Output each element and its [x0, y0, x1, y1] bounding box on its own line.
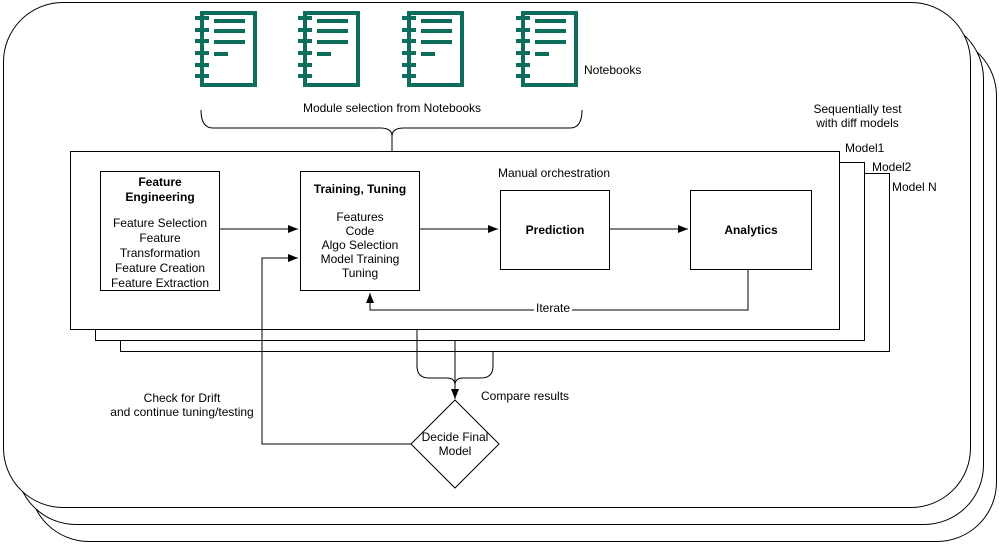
training-tuning-box: Training, Tuning Features Code Algo Sele… [300, 171, 420, 291]
iterate-label: Iterate [534, 301, 573, 315]
prediction-title: Prediction [525, 223, 585, 237]
notebook-icon [298, 11, 360, 87]
training-tuning-item: Code [345, 224, 375, 238]
feature-engineering-title: Feature Engineering [125, 175, 195, 204]
decide-final-model-label: Decide Final Model [421, 430, 489, 458]
analytics-box: Analytics [690, 190, 812, 270]
module-selection-label: Module selection from Notebooks [302, 101, 482, 115]
training-tuning-title: Training, Tuning [313, 182, 407, 196]
feature-engineering-box: Feature Engineering Feature Selection Fe… [100, 171, 220, 291]
feature-engineering-item: Feature Creation [114, 261, 206, 275]
prediction-box: Prediction [500, 190, 610, 270]
training-tuning-item: Model Training [320, 252, 400, 266]
model-n-label: Model N [892, 180, 937, 194]
feature-engineering-item: Feature Extraction [110, 276, 210, 290]
notebook-icon [195, 11, 257, 87]
feature-engineering-item: Feature Transformation [119, 231, 201, 260]
training-tuning-item: Features [336, 210, 384, 224]
model2-label: Model2 [872, 160, 912, 174]
training-tuning-item: Tuning [341, 266, 379, 280]
compare-results-label: Compare results [481, 389, 570, 403]
notebooks-label: Notebooks [584, 63, 642, 77]
check-for-drift-label: Check for Drift and continue tuning/test… [110, 391, 254, 419]
analytics-title: Analytics [724, 223, 778, 237]
model1-label: Model1 [845, 141, 885, 155]
notebook-icon [516, 11, 578, 87]
sequential-test-label: Sequentially test with diff models [813, 102, 902, 130]
manual-orchestration-label: Manual orchestration [497, 166, 611, 180]
notebook-icon [402, 11, 464, 87]
training-tuning-item: Algo Selection [321, 238, 399, 252]
feature-engineering-item: Feature Selection [112, 216, 208, 230]
